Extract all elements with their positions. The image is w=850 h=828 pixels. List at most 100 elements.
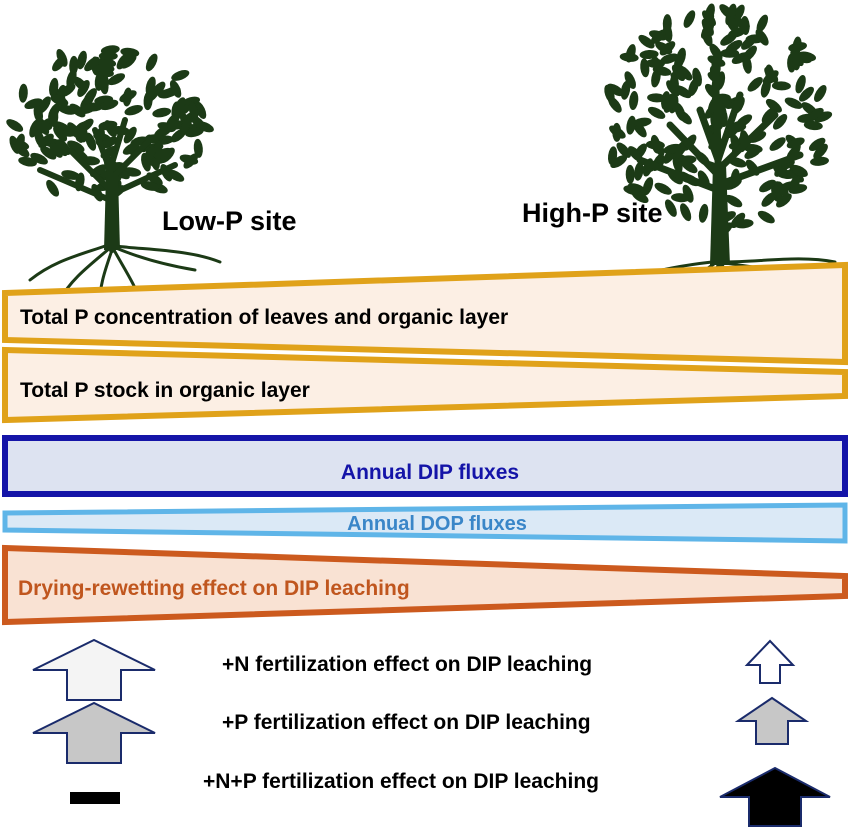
low-p-p-fertilization-up-arrow-icon — [32, 701, 156, 764]
leaf-shape — [624, 71, 636, 89]
leaf-shape — [803, 120, 823, 131]
leaf-shape — [776, 193, 792, 208]
leaf-shape — [83, 88, 97, 105]
leaf-shape — [799, 86, 814, 102]
leaf-shape — [771, 81, 791, 91]
leaf-shape — [772, 114, 788, 130]
leaf-shape — [171, 69, 190, 81]
leaf-shape — [616, 142, 631, 158]
n-fertilization-label: +N fertilization effect on DIP leaching — [222, 653, 592, 676]
leaf-shape — [813, 143, 828, 160]
leaf-shape — [683, 10, 696, 28]
leaf-shape — [680, 203, 692, 222]
leaf-shape — [160, 147, 175, 163]
leaf-shape — [53, 125, 68, 142]
leaf-shape — [608, 96, 622, 113]
leaf-shape — [640, 58, 650, 78]
leaf-shape — [34, 129, 46, 148]
leaf-shape — [625, 164, 635, 184]
leaf-shape — [663, 95, 677, 113]
annual-dip-label: Annual DIP fluxes — [341, 461, 519, 484]
high-p-np-fertilization-up-arrow-icon — [719, 766, 831, 827]
leaf-shape — [755, 29, 769, 46]
leaf-shape — [57, 104, 77, 115]
leaf-shape — [30, 152, 48, 165]
leaf-shape — [709, 43, 723, 61]
leaf-shape — [195, 121, 214, 133]
leaf-shape — [647, 106, 666, 119]
leaf-shape — [742, 54, 752, 74]
leaf-shape — [638, 34, 655, 49]
leaf-shape — [76, 50, 87, 70]
leaf-shape — [632, 117, 652, 127]
low-p-np-fertilization-neutral-bar-icon — [70, 792, 120, 804]
leaf-shape — [688, 77, 699, 97]
leaf-shape — [629, 91, 639, 110]
leaf-shape — [193, 138, 203, 158]
leaf-shape — [664, 199, 677, 217]
leaf-shape — [50, 94, 69, 106]
leaf-shape — [681, 159, 698, 174]
leaf-shape — [757, 210, 775, 224]
high-p-n-fertilization-up-arrow-icon — [744, 639, 796, 684]
high-p-site-label: High-P site — [522, 198, 663, 228]
leaf-shape — [94, 71, 104, 91]
leaf-shape — [765, 98, 782, 113]
leaf-shape — [642, 177, 654, 196]
leaf-shape — [671, 193, 690, 203]
leaf-shape — [72, 76, 89, 92]
leaf-shape — [18, 156, 37, 167]
leaf-shape — [140, 181, 160, 191]
drying-rewetting-wedge — [2, 544, 848, 626]
np-fertilization-label: +N+P fertilization effect on DIP leachin… — [203, 770, 599, 793]
leaf-shape — [152, 107, 172, 118]
leaf-shape — [46, 179, 60, 197]
low-p-site-label: Low-P site — [162, 206, 297, 236]
leaf-shape — [649, 30, 668, 41]
leaf-shape — [639, 49, 659, 60]
total-p-concentration-wedge — [2, 261, 848, 366]
total-p-stock-wedge — [1, 346, 848, 424]
leaf-shape — [124, 105, 143, 116]
leaf-shape — [169, 80, 182, 98]
leaf-shape — [631, 190, 649, 204]
leaf-shape — [744, 146, 762, 159]
leaf-shape — [654, 182, 672, 195]
leaf-shape — [735, 114, 753, 128]
leaf-shape — [59, 83, 76, 98]
leaf-shape — [18, 83, 28, 103]
total-p-concentration-label: Total P concentration of leaves and orga… — [20, 306, 508, 329]
leaf-shape — [647, 93, 667, 103]
leaf-shape — [759, 179, 777, 193]
leaf-shape — [56, 48, 68, 67]
leaf-shape — [747, 77, 763, 92]
leaf-shape — [786, 137, 805, 149]
p-fertilization-label: +P fertilization effect on DIP leaching — [222, 711, 591, 734]
leaf-shape — [98, 120, 118, 131]
leaf-shape — [762, 70, 779, 85]
leaf-shape — [123, 126, 137, 144]
annual-dop-wedge — [2, 502, 848, 544]
low-p-n-fertilization-up-arrow-icon — [32, 638, 156, 701]
annual-dip-bar — [2, 435, 848, 497]
leaf-shape — [769, 137, 786, 151]
leaf-shape — [6, 119, 24, 132]
leaf-shape — [99, 99, 119, 111]
leaf-shape — [183, 153, 199, 169]
leaf-shape — [188, 100, 199, 120]
leaf-shape — [704, 3, 715, 23]
leaf-shape — [144, 87, 160, 103]
leaf-shape — [619, 52, 639, 62]
leaf-shape — [806, 107, 824, 121]
leaf-shape — [145, 53, 158, 72]
leaf-shape — [116, 53, 131, 70]
leaf-shape — [612, 122, 622, 142]
leaf-shape — [95, 63, 115, 73]
leaf-shape — [726, 16, 739, 34]
leaf-shape — [698, 203, 709, 223]
leaf-shape — [69, 55, 79, 75]
leaf-shape — [122, 142, 140, 155]
leaf-shape — [725, 40, 743, 53]
high-p-p-fertilization-up-arrow-icon — [734, 696, 810, 745]
leaf-shape — [645, 140, 665, 150]
